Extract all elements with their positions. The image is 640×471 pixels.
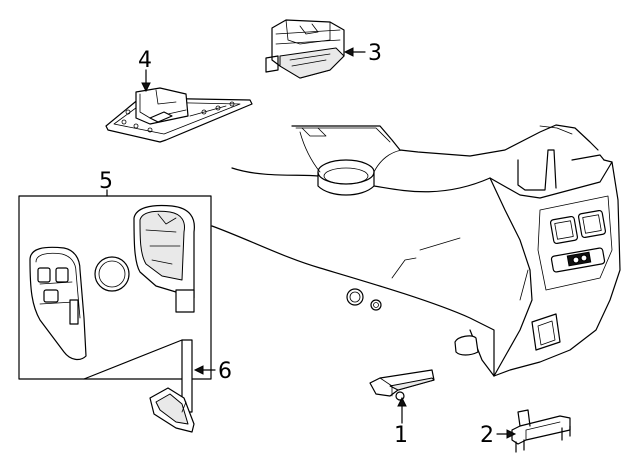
arrow-2-icon — [506, 429, 517, 439]
arrow-4-icon — [141, 82, 151, 93]
arrow-6-icon — [193, 365, 204, 375]
part-5-frame — [18, 195, 212, 380]
center-console — [211, 124, 621, 377]
callout-labels: 1 2 3 4 5 6 — [99, 41, 494, 448]
part-3-switch-assembly — [265, 19, 345, 79]
part-6-key-blade — [149, 339, 195, 433]
callout-3: 3 — [368, 41, 382, 66]
leader-lines — [83, 47, 517, 439]
part-4-mounting-plate — [105, 87, 253, 143]
callout-5: 5 — [99, 169, 113, 194]
callout-6: 6 — [218, 359, 232, 384]
part-1-bracket — [369, 369, 435, 401]
part-5-key-fob-set — [18, 195, 212, 380]
arrow-3-icon — [343, 47, 354, 57]
arrow-1-icon — [397, 396, 407, 407]
callout-2: 2 — [480, 423, 494, 448]
part-2-bracket — [511, 409, 571, 453]
callout-4: 4 — [138, 48, 152, 73]
callout-1: 1 — [394, 423, 408, 448]
